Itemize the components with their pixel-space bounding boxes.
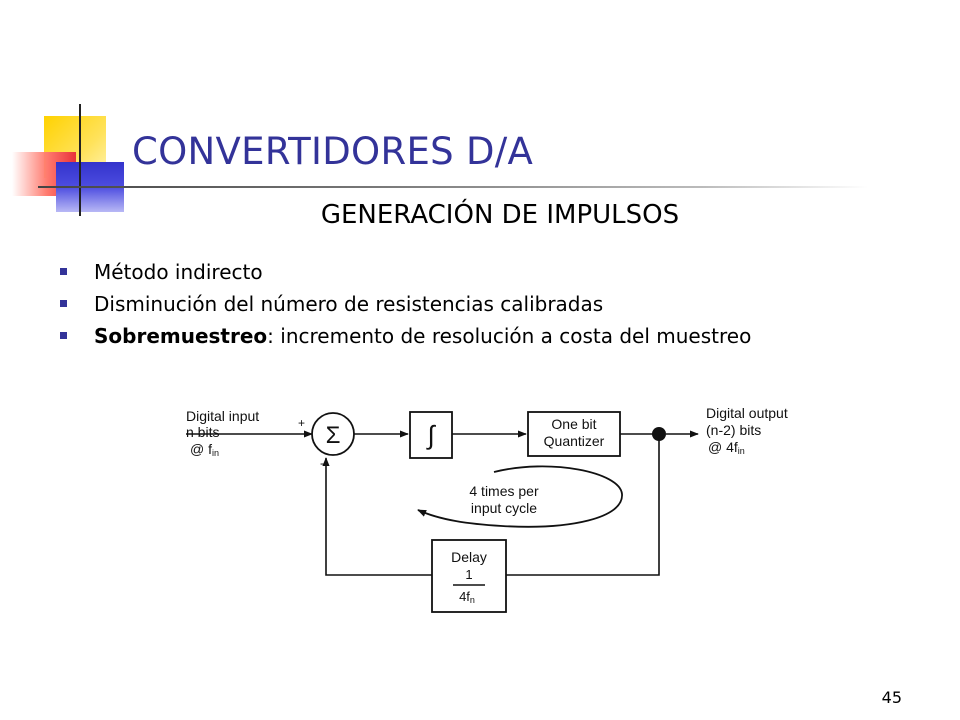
output-label-line2: (n-2) bits [706, 422, 761, 438]
input-label-line2: n bits [186, 424, 219, 440]
bullet-text: Disminución del número de resistencias c… [94, 292, 604, 316]
sigma-delta-block-diagram: Digital input n bits @ fin Σ + - ∫ One b… [186, 405, 788, 613]
loop-note-line2: input cycle [471, 500, 537, 516]
output-label-line3: @ 4fin [708, 439, 745, 456]
bullet-square-icon [60, 268, 67, 275]
page-number: 45 [881, 688, 902, 707]
loop-curved-arrow [417, 465, 623, 528]
title-underline [38, 186, 868, 188]
slide-title: CONVERTIDORES D/A [132, 130, 534, 173]
input-label: Digital input n bits @ fin [186, 408, 259, 458]
bullet-square-icon [60, 332, 67, 339]
plus-sign: + [298, 416, 305, 430]
input-label-line1: Digital input [186, 408, 259, 424]
sigma-symbol: Σ [326, 422, 341, 449]
decor-vertical-line [79, 104, 81, 216]
loop-note: 4 times per input cycle [417, 465, 623, 528]
delay-label: Delay [451, 549, 487, 565]
feedback-line-left [322, 457, 432, 576]
bullet-item: Método indirecto [58, 256, 751, 288]
bullet-square-icon [60, 300, 67, 307]
feedback-line-right [506, 434, 660, 576]
delay-block: Delay 1 4fn [431, 539, 507, 613]
input-label-line3: @ fin [190, 441, 219, 458]
delay-numerator: 1 [465, 567, 472, 582]
delay-denominator: 4fn [459, 589, 475, 605]
output-label: Digital output (n-2) bits @ 4fin [706, 405, 788, 456]
integrator-block: ∫ [409, 411, 453, 459]
slide-subtitle: GENERACIÓN DE IMPULSOS [320, 200, 680, 230]
bullet-list: Método indirecto Disminución del número … [58, 256, 751, 352]
bullet-text: : incremento de resolución a costa del m… [267, 324, 752, 348]
bullet-text: Método indirecto [94, 260, 263, 284]
bullet-item: Disminución del número de resistencias c… [58, 288, 751, 320]
integral-symbol: ∫ [425, 420, 436, 450]
output-label-line1: Digital output [706, 405, 788, 421]
loop-note-line1: 4 times per [469, 483, 539, 499]
quantizer-block: One bit Quantizer [527, 411, 621, 457]
minus-sign: - [320, 456, 324, 470]
quantizer-label-line1: One bit [551, 416, 596, 432]
bullet-bold-term: Sobremuestreo [94, 324, 268, 348]
bullet-item: Sobremuestreo: incremento de resolución … [58, 320, 751, 352]
quantizer-label-line2: Quantizer [544, 433, 605, 449]
